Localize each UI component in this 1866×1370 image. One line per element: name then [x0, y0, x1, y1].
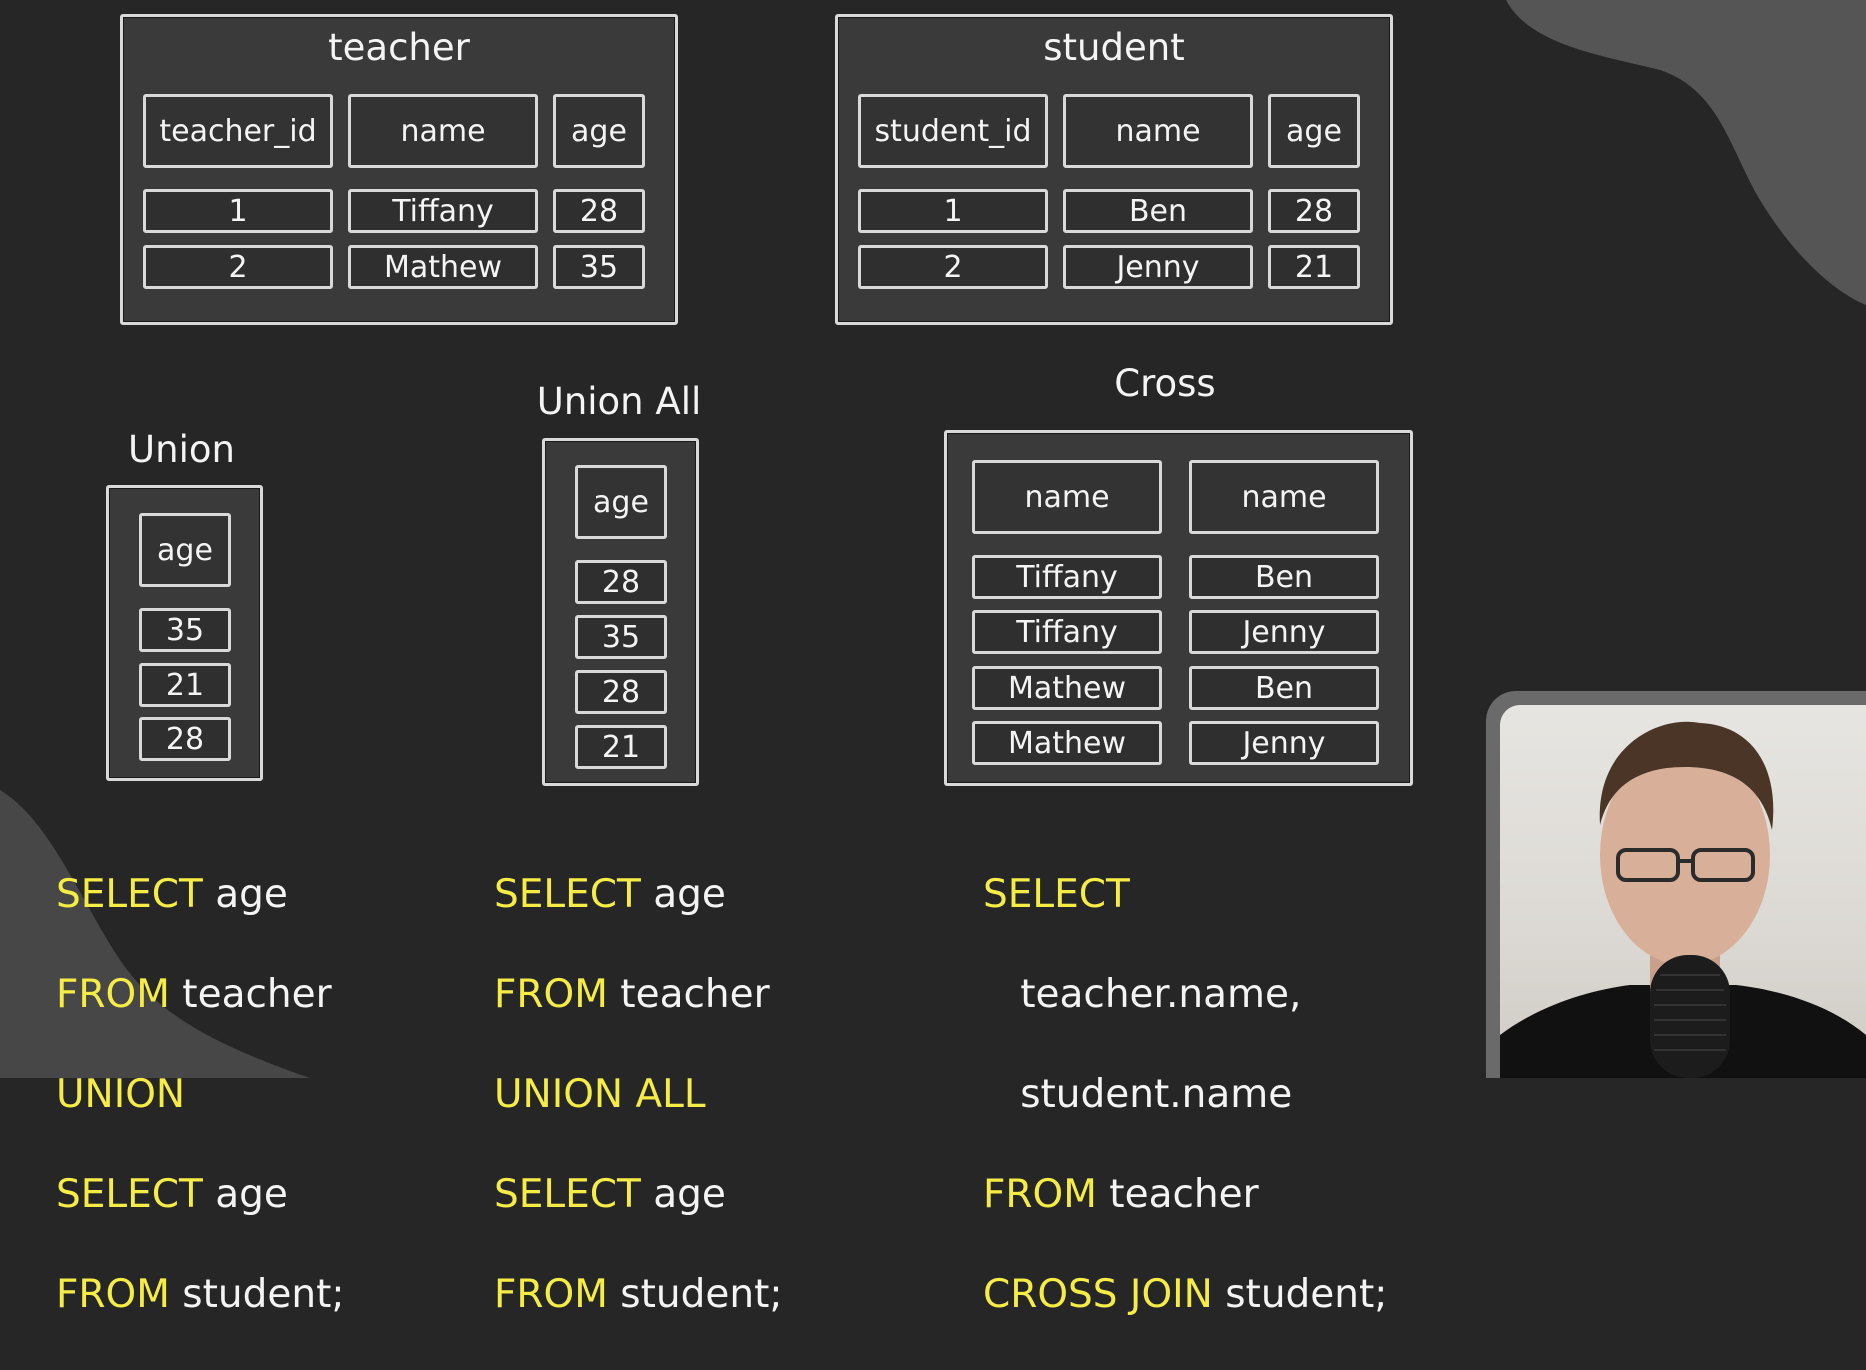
union-value: 21	[139, 663, 231, 707]
code-line: SELECT age	[494, 1170, 783, 1220]
sql-text: teacher.name,	[983, 972, 1302, 1017]
teacher-header-teacher-id: teacher_id	[143, 94, 333, 168]
teacher-cell: 2	[143, 245, 333, 289]
union-all-value: 35	[575, 615, 667, 659]
union-value: 28	[139, 717, 231, 761]
sql-text: student;	[607, 1272, 783, 1317]
cross-header-student-name: name	[1189, 460, 1379, 534]
sql-text: teacher	[607, 972, 770, 1017]
cross-cell: Tiffany	[972, 610, 1162, 654]
teacher-table-title: teacher	[328, 26, 470, 69]
teacher-header-age: age	[553, 94, 645, 168]
code-line: FROM teacher	[56, 970, 345, 1020]
background-blob-top-right	[1506, 0, 1866, 305]
sql-text: teacher	[1096, 1172, 1259, 1217]
union-all-value: 21	[575, 725, 667, 769]
student-cell: 28	[1268, 189, 1360, 233]
code-line: FROM student;	[56, 1270, 345, 1320]
code-line: teacher.name,	[983, 970, 1387, 1020]
teacher-cell: 35	[553, 245, 645, 289]
code-line: FROM student;	[494, 1270, 783, 1320]
sql-keyword: FROM	[56, 972, 170, 1017]
sql-keyword: UNION	[56, 1072, 186, 1117]
code-line: SELECT	[983, 870, 1387, 920]
cross-cell: Jenny	[1189, 721, 1379, 765]
student-header-name: name	[1063, 94, 1253, 168]
sql-text: age	[202, 872, 288, 917]
union-all-header-age: age	[575, 465, 667, 539]
teacher-cell: 28	[553, 189, 645, 233]
sql-keyword: CROSS JOIN	[983, 1272, 1213, 1317]
sql-keyword: SELECT	[56, 872, 203, 917]
union-all-value: 28	[575, 560, 667, 604]
union-sql-code: SELECT age FROM teacher UNION SELECT age…	[56, 820, 345, 1370]
sql-text: age	[640, 1172, 726, 1217]
sql-text: age	[640, 872, 726, 917]
teacher-cell: Tiffany	[348, 189, 538, 233]
cross-cell: Ben	[1189, 555, 1379, 599]
presenter-webcam	[1486, 691, 1866, 1078]
union-header-age: age	[139, 513, 231, 587]
student-cell: Ben	[1063, 189, 1253, 233]
code-line: SELECT age	[56, 1170, 345, 1220]
sql-keyword: SELECT	[983, 872, 1130, 917]
code-line: FROM teacher	[494, 970, 783, 1020]
student-cell: 2	[858, 245, 1048, 289]
student-cell: 21	[1268, 245, 1360, 289]
presenter-silhouette	[1500, 721, 1866, 1078]
student-header-student-id: student_id	[858, 94, 1048, 168]
sql-keyword: SELECT	[494, 1172, 641, 1217]
teacher-cell: 1	[143, 189, 333, 233]
sql-keyword: UNION ALL	[494, 1072, 706, 1117]
sql-keyword: FROM	[494, 972, 608, 1017]
cross-cell: Mathew	[972, 721, 1162, 765]
union-title: Union	[128, 428, 235, 471]
webcam-video-frame	[1500, 705, 1866, 1078]
sql-keyword: FROM	[56, 1272, 170, 1317]
sql-keyword: SELECT	[56, 1172, 203, 1217]
sql-text: age	[202, 1172, 288, 1217]
code-line: FROM teacher	[983, 1170, 1387, 1220]
code-line: CROSS JOIN student;	[983, 1270, 1387, 1320]
cross-cell: Jenny	[1189, 610, 1379, 654]
sql-text: student;	[169, 1272, 345, 1317]
student-header-age: age	[1268, 94, 1360, 168]
student-table-title: student	[1043, 26, 1185, 69]
union-value: 35	[139, 608, 231, 652]
teacher-header-name: name	[348, 94, 538, 168]
cross-sql-code: SELECT teacher.name, student.name FROM t…	[983, 820, 1387, 1370]
background-blob-bottom-left	[0, 790, 310, 1078]
union-all-title: Union All	[536, 380, 702, 423]
cross-title: Cross	[1114, 362, 1216, 405]
sql-keyword: FROM	[494, 1272, 608, 1317]
sql-text: teacher	[169, 972, 332, 1017]
student-cell: 1	[858, 189, 1048, 233]
cross-cell: Tiffany	[972, 555, 1162, 599]
sql-keyword: SELECT	[494, 872, 641, 917]
sql-text: student;	[1212, 1272, 1388, 1317]
cross-cell: Mathew	[972, 666, 1162, 710]
student-cell: Jenny	[1063, 245, 1253, 289]
cross-cell: Ben	[1189, 666, 1379, 710]
sql-keyword: FROM	[983, 1172, 1097, 1217]
cross-header-teacher-name: name	[972, 460, 1162, 534]
sql-text: student.name	[983, 1072, 1293, 1117]
union-all-sql-code: SELECT age FROM teacher UNION ALL SELECT…	[494, 820, 783, 1370]
code-line: SELECT age	[56, 870, 345, 920]
code-line: SELECT age	[494, 870, 783, 920]
teacher-cell: Mathew	[348, 245, 538, 289]
union-all-value: 28	[575, 670, 667, 714]
